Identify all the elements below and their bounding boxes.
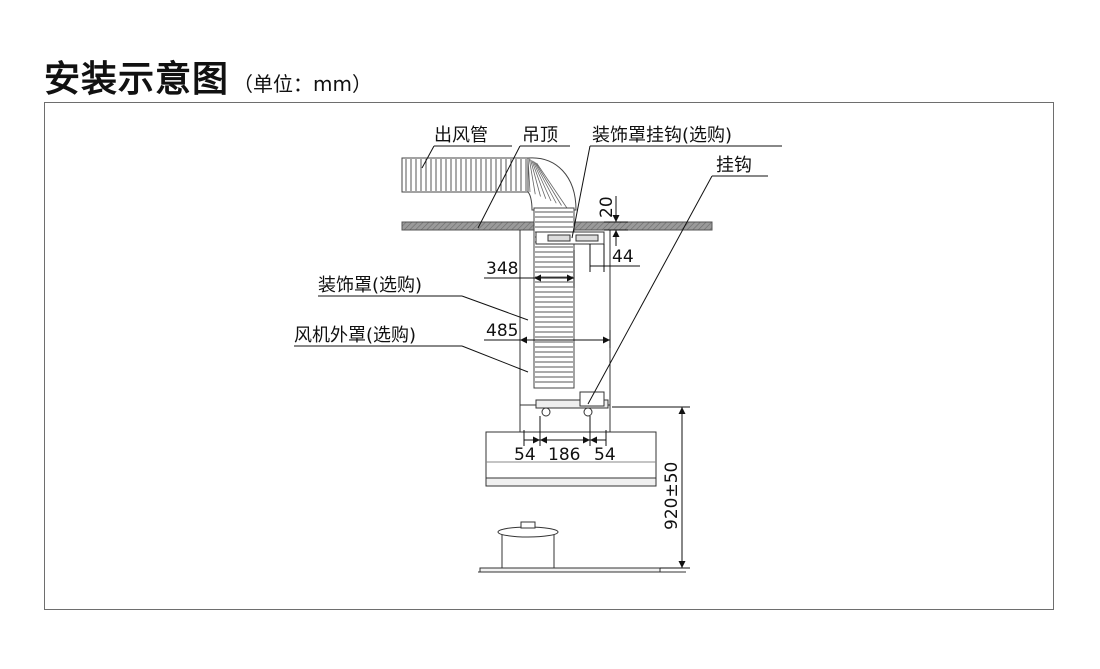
dim-485: 485 xyxy=(486,321,518,341)
dim-54-left: 54 xyxy=(514,445,536,465)
hood-upper-box xyxy=(519,391,611,434)
leader-lines xyxy=(294,145,782,405)
dim-54-right: 54 xyxy=(594,445,616,465)
diagram-frame xyxy=(44,102,1054,610)
dim-20: 20 xyxy=(597,196,617,218)
label-hook: 挂钩 xyxy=(716,155,752,176)
dim-920: 920±50 xyxy=(662,462,682,530)
outlet-duct xyxy=(401,157,577,211)
cover-hook-bracket xyxy=(535,231,605,245)
label-ceiling: 吊顶 xyxy=(522,125,558,146)
label-fan-cover: 风机外罩(选购) xyxy=(294,325,416,346)
dim-348: 348 xyxy=(486,259,518,279)
label-cover-hook: 装饰罩挂钩(选购) xyxy=(592,125,732,146)
label-outlet-duct: 出风管 xyxy=(434,125,488,146)
label-decorative-cover: 装饰罩(选购) xyxy=(318,275,422,296)
title-unit: （单位：mm） xyxy=(233,72,372,96)
dim-lines xyxy=(484,196,690,569)
dim-44: 44 xyxy=(612,247,634,267)
title-main: 安装示意图 xyxy=(44,59,230,100)
diagram-title: 安装示意图 （单位：mm） xyxy=(44,50,372,100)
cooking-pot xyxy=(478,521,686,573)
dim-186: 186 xyxy=(548,445,580,465)
